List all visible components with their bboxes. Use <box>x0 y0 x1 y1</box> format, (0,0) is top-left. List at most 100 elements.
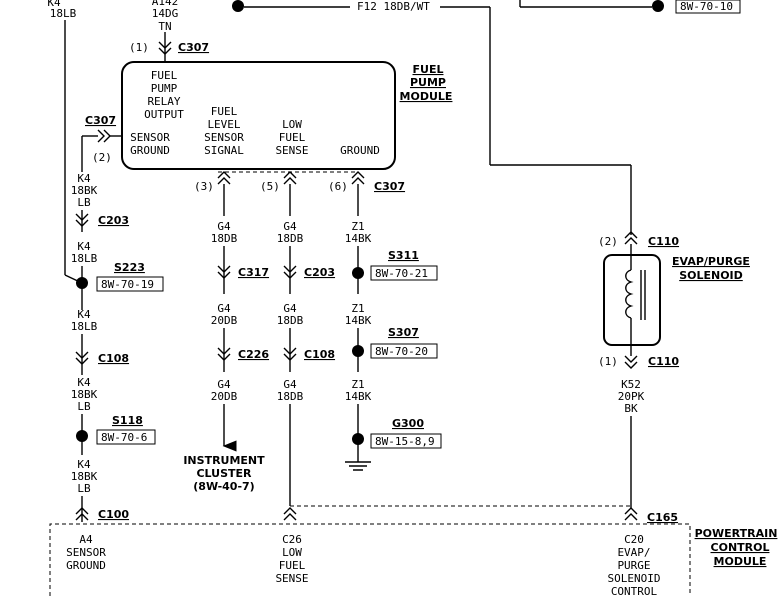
g300-ref-box <box>370 433 442 449</box>
k4c-gauge: 18LB <box>71 320 98 333</box>
c165-label: C165 <box>647 511 678 524</box>
c108-mid-label: C108 <box>304 348 335 361</box>
low-fuel-sense-3: SENSE <box>275 144 308 157</box>
pcm-c26-symbol <box>283 507 297 521</box>
splice-s223 <box>76 277 88 289</box>
c226-label: C226 <box>238 348 269 361</box>
c108-left-symbol <box>75 351 89 365</box>
c307-left-connector-symbol <box>97 129 111 143</box>
splice-top <box>232 0 244 12</box>
s311-ref: 8W-70-21 <box>375 267 428 280</box>
s118-ref: 8W-70-6 <box>101 431 147 444</box>
z1c-code: Z1 <box>351 378 364 391</box>
z1b-gauge: 14BK <box>345 314 372 327</box>
low-fuel-sense-1: LOW <box>282 118 302 131</box>
k4c-code: K4 <box>77 308 91 321</box>
g4a-code: G4 <box>217 220 231 233</box>
c203-left-symbol <box>75 213 89 227</box>
fpm-c307-left: C307 <box>85 114 116 127</box>
fpm-title-1: FUEL <box>413 63 444 76</box>
pcm-title-3: MODULE <box>714 555 767 568</box>
evap-pin2: (2) <box>598 235 618 248</box>
g300-label: G300 <box>392 417 424 430</box>
pcm-c26-desc-2: FUEL <box>279 559 306 572</box>
fpm-pin3: (3) <box>194 180 214 193</box>
sensor-ground-2: GROUND <box>130 144 170 157</box>
splice-top-right <box>652 0 664 12</box>
fpm-pin5: (5) <box>260 180 280 193</box>
pcm-a4-pin: A4 <box>79 533 93 546</box>
k4-top-code: K4 <box>47 0 61 9</box>
s311-ref-box <box>370 265 438 281</box>
solenoid-coil <box>625 269 634 319</box>
g4-sense-c-gauge: 18DB <box>277 390 304 403</box>
g4-sense-a-code: G4 <box>283 220 297 233</box>
c307-pin6-symbol <box>351 171 365 185</box>
low-fuel-sense-2: FUEL <box>279 131 306 144</box>
g4-sense-c-code: G4 <box>283 378 297 391</box>
instrument-cluster-1: INSTRUMENT <box>183 454 265 467</box>
k4e-code: K4 <box>77 458 91 471</box>
f12-label: F12 18DB/WT <box>357 0 430 13</box>
s223-ref: 8W-70-19 <box>101 278 154 291</box>
splice-s118 <box>76 430 88 442</box>
level-signal-4: SIGNAL <box>204 144 244 157</box>
fpm-title-3: MODULE <box>400 90 453 103</box>
pcm-title-1: POWERTRAIN <box>695 527 778 540</box>
relay-output-4: OUTPUT <box>144 108 184 121</box>
c226-symbol <box>217 347 231 361</box>
z1a-gauge: 14BK <box>345 232 372 245</box>
module-ground: GROUND <box>340 144 380 157</box>
c100-label: C100 <box>98 508 129 521</box>
s307-ref-box <box>370 343 438 359</box>
s307-label: S307 <box>388 326 419 339</box>
k4a-code: K4 <box>77 172 91 185</box>
c108-mid-symbol <box>283 347 297 361</box>
s307-ref: 8W-70-20 <box>375 345 428 358</box>
left-c203: C203 <box>98 214 129 227</box>
k4e-color: LB <box>77 482 91 495</box>
c307-top-connector-symbol <box>158 41 172 55</box>
pcm-c26-pin: C26 <box>282 533 302 546</box>
g300-ref: 8W-15-8,9 <box>375 435 435 448</box>
splice-s311 <box>352 267 364 279</box>
instrument-cluster-3: (8W-40-7) <box>193 480 254 493</box>
a142-code: A142 <box>152 0 179 8</box>
k4a-gauge: 18BK <box>71 184 98 197</box>
pcm-dashed-boundary <box>49 523 691 596</box>
c203-mid-label: C203 <box>304 266 335 279</box>
sensor-ground-1: SENSOR <box>130 131 170 144</box>
k4b-code: K4 <box>77 240 91 253</box>
k4a-color: LB <box>77 196 91 209</box>
pcm-c20-pin: C20 <box>624 533 644 546</box>
ground-symbol <box>345 461 371 471</box>
g4-sense-b-code: G4 <box>283 302 297 315</box>
s223-label: S223 <box>114 261 145 274</box>
fpm-pin6: (6) <box>328 180 348 193</box>
ref-top-right: 8W-70-10 <box>680 0 733 13</box>
c317-label: C317 <box>238 266 269 279</box>
pcm-title-2: CONTROL <box>711 541 770 554</box>
evap-title-2: SOLENOID <box>679 269 743 282</box>
c307-pin5-symbol <box>283 171 297 185</box>
g4b-gauge: 20DB <box>211 314 238 327</box>
evap-solenoid-box <box>603 254 661 346</box>
k52-color: BK <box>624 402 638 415</box>
pcm-c20-desc-3: SOLENOID <box>608 572 661 585</box>
fpm-pin2: (2) <box>92 151 112 164</box>
c317-symbol <box>217 265 231 279</box>
g4c-code: G4 <box>217 378 231 391</box>
z1b-code: Z1 <box>351 302 364 315</box>
s223-ref-box <box>96 276 164 292</box>
s311-label: S311 <box>388 249 419 262</box>
k4d-code: K4 <box>77 376 91 389</box>
c203-mid-symbol <box>283 265 297 279</box>
k4d-color: LB <box>77 400 91 413</box>
s118-ref-box <box>96 429 156 445</box>
pcm-c20-desc-1: EVAP/ <box>617 546 650 559</box>
instrument-cluster-2: CLUSTER <box>196 467 252 480</box>
pcm-a4-desc-1: SENSOR <box>66 546 106 559</box>
c110-top-label: C110 <box>648 235 679 248</box>
k4b-gauge: 18LB <box>71 252 98 265</box>
